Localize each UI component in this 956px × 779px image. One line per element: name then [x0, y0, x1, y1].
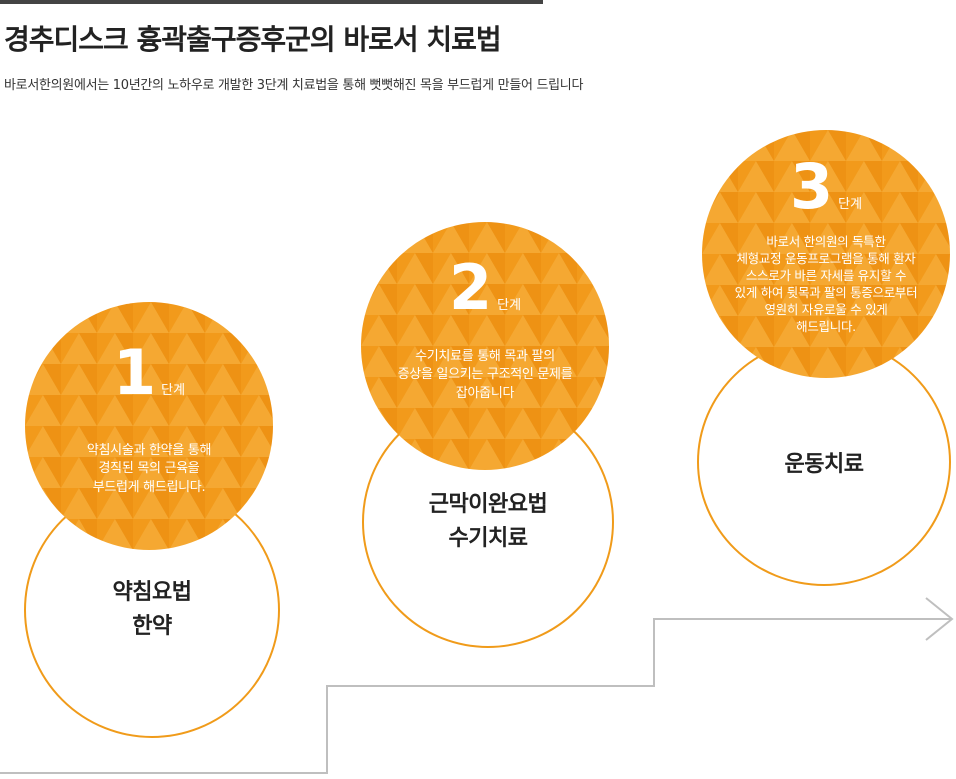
desc-line: 체형교정 운동프로그램을 통해 환자 [736, 251, 916, 266]
desc-line: 스스로가 바른 자세를 유지할 수 [745, 268, 907, 283]
treatment-line: 한약 [132, 614, 172, 639]
page-subtitle: 바로서한의원에서는 10년간의 노하우로 개발한 3단계 치료법을 통해 뻣뻣해… [4, 78, 584, 93]
desc-line: 부드럽게 해드립니다. [92, 479, 206, 495]
step-word: 단계 [838, 197, 863, 212]
treatment-circle-3: 운동치료 [697, 338, 951, 586]
header-rule [0, 0, 543, 4]
step-number: 2 [448, 251, 493, 324]
step-description-1: 약침시술과 한약을 통해 경직된 목의 근육을 부드럽게 해드립니다. [33, 442, 265, 497]
treatment-line: 수기치료 [448, 526, 528, 551]
page-title: 경추디스크 흉곽출구증후군의 바로서 치료법 [4, 23, 502, 56]
desc-line: 경직된 목의 근육을 [98, 461, 200, 477]
triangle-pattern [702, 130, 950, 378]
arrow-head [925, 597, 954, 641]
step-word: 단계 [497, 298, 522, 313]
step-description-2: 수기치료를 통해 목과 팔의 증상을 일으키는 구조적인 문제를 잡아줍니다 [369, 348, 601, 403]
treatment-label-2: 근막이완요법 수기치료 [428, 488, 548, 556]
desc-line: 증상을 일으키는 구조적인 문제를 [397, 367, 573, 383]
treatment-line: 약침요법 [112, 579, 192, 605]
desc-line: 약침시술과 한약을 통해 [86, 443, 212, 458]
triangle-pattern [361, 222, 609, 470]
step-word: 단계 [161, 383, 186, 398]
treatment-line: 운동치료 [784, 451, 864, 477]
step-description-3: 바로서 한의원의 독특한 체형교정 운동프로그램을 통해 환자 스스로가 바른 … [710, 233, 942, 335]
desc-line: 바로서 한의원의 독특한 [766, 234, 886, 249]
desc-line: 영원히 자유로울 수 있게 [764, 302, 888, 317]
desc-line: 잡아줍니다 [455, 385, 515, 401]
treatment-label-3: 운동치료 [785, 448, 864, 482]
desc-line: 수기치료를 통해 목과 팔의 [415, 349, 555, 364]
triangle-pattern [25, 302, 273, 550]
desc-line: 있게 하여 뒷목과 팔의 통증으로부터 [734, 285, 918, 300]
treatment-label-1: 약침요법 한약 [113, 576, 192, 644]
step-number: 3 [789, 150, 834, 223]
treatment-line: 근막이완요법 [428, 491, 548, 517]
desc-line: 해드립니다. [796, 319, 856, 334]
step-number: 1 [112, 336, 157, 409]
